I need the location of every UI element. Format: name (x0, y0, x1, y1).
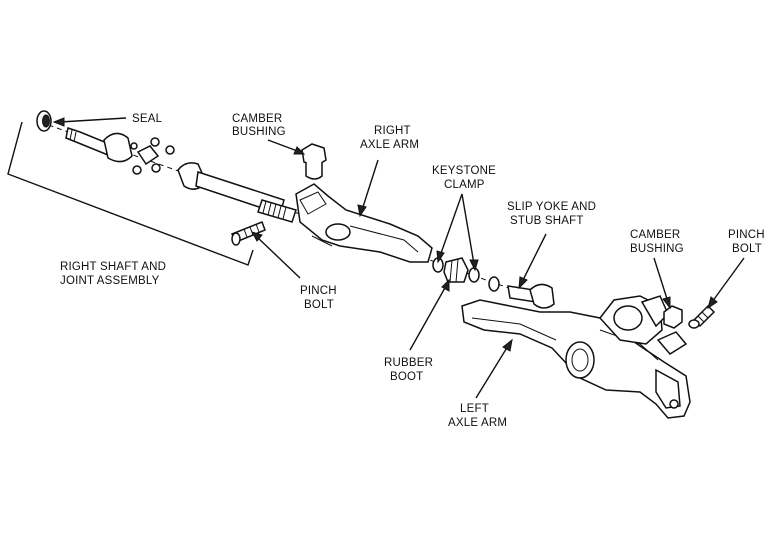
camber-bushing-1-part (301, 143, 327, 180)
seal-part (36, 110, 52, 132)
camber-bushing-2-part (663, 305, 683, 329)
slip-yoke-label-line2: STUB SHAFT (510, 215, 584, 227)
pinch-bolt-2-leader (711, 257, 745, 303)
camber-bushing-2-label-line1: CAMBER (630, 229, 680, 241)
slip-yoke-leader (521, 233, 547, 283)
pinch-bolt-2-label-line2: BOLT (732, 243, 762, 255)
right-axle-arm-leader (361, 159, 379, 211)
pinch-bolt-1-arrowhead (250, 231, 263, 242)
camber-bushing-2-leader (653, 257, 669, 303)
right-shaft-part (65, 127, 297, 223)
keystone-clamp-label-line2: CLAMP (444, 179, 485, 191)
keystone-clamp-arrowhead-1 (436, 250, 445, 264)
rubber-boot-leader (409, 285, 447, 351)
camber-bushing-2-label-line2: BUSHING (630, 243, 684, 255)
left-axle-arm-part (461, 295, 691, 419)
slip-yoke-arrowhead (518, 276, 528, 290)
right-shaft-label-line1: RIGHT SHAFT AND (60, 261, 166, 273)
rubber-boot-arrowhead (441, 278, 450, 292)
left-axle-arm-label-line1: LEFT (460, 403, 489, 415)
camber-bushing-1-leader (267, 139, 301, 153)
keystone-clamp-leader-1 (439, 193, 463, 257)
pinch-bolt-1-label-line1: PINCH (300, 285, 337, 297)
rubber-boot-part (443, 257, 469, 283)
seal-leader (59, 117, 127, 123)
camber-bushing-1-label-line2: BUSHING (232, 126, 286, 138)
right-axle-arm-arrowhead (357, 204, 367, 218)
seal-label: SEAL (132, 113, 163, 125)
camber-bushing-1-label-line1: CAMBER (232, 113, 282, 125)
slip-yoke-part (507, 283, 555, 309)
left-axle-arm-arrowhead (502, 338, 513, 352)
rubber-boot-label-line1: RUBBER (384, 357, 433, 369)
right-shaft-bracket (7, 121, 254, 266)
pinch-bolt-2-label-line1: PINCH (728, 229, 765, 241)
keystone-clamp-part (432, 257, 500, 292)
pinch-bolt-1-label-line2: BOLT (304, 299, 334, 311)
right-axle-arm-label-line2: AXLE ARM (360, 139, 419, 151)
keystone-clamp-label-line1: KEYSTONE (432, 165, 496, 177)
seal-arrowhead (52, 117, 65, 127)
pinch-bolt-1-leader (255, 235, 301, 279)
left-axle-arm-leader (475, 345, 509, 399)
slip-yoke-label-line1: SLIP YOKE AND (507, 201, 596, 213)
pinch-bolt-2-part (688, 304, 716, 329)
left-axle-arm-label-line2: AXLE ARM (448, 417, 507, 429)
camber-bushing-1-arrowhead (293, 146, 306, 155)
rubber-boot-label-line2: BOOT (390, 371, 423, 383)
right-axle-arm-label-line1: RIGHT (374, 125, 411, 137)
keystone-clamp-arrowhead-2 (469, 259, 479, 272)
right-shaft-label-line2: JOINT ASSEMBLY (60, 275, 160, 287)
pinch-bolt-2-arrowhead (707, 296, 718, 310)
camber-bushing-2-arrowhead (662, 296, 671, 310)
keystone-clamp-leader-2 (461, 193, 475, 265)
right-axle-arm-part (295, 183, 433, 263)
pinch-bolt-1-part (230, 221, 266, 246)
